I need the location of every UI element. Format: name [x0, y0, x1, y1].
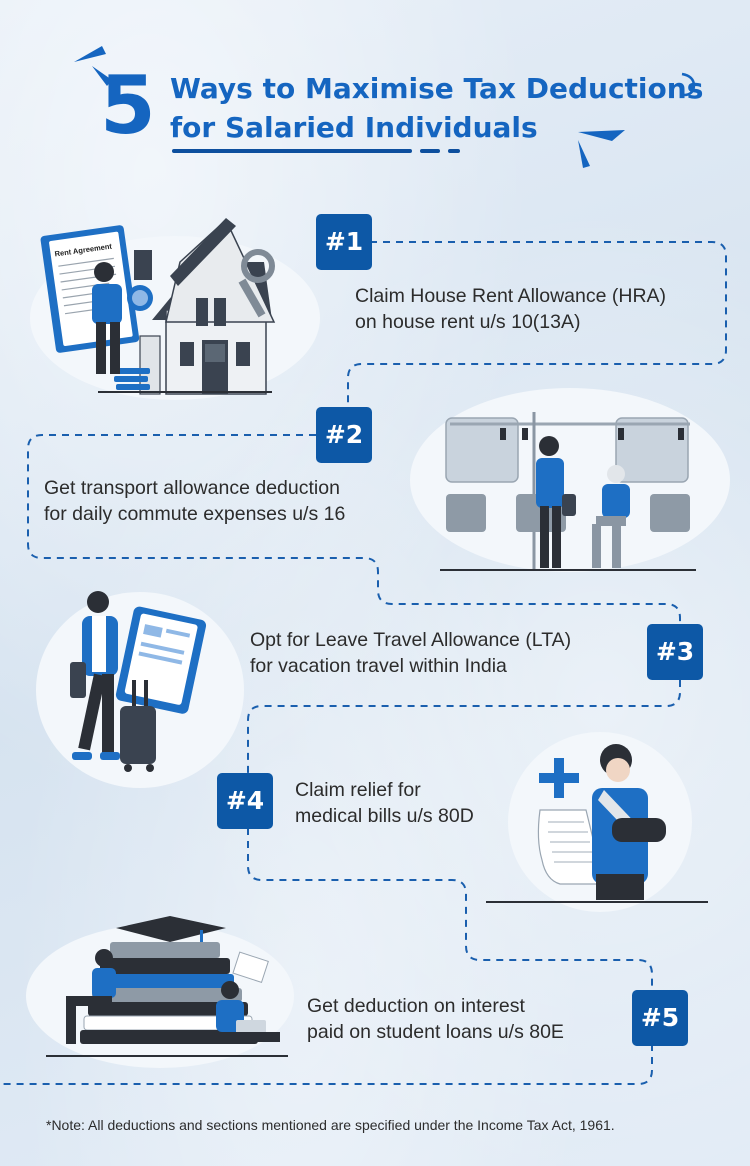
step-badge-3: #3	[647, 624, 703, 680]
accent-swirl-icon	[681, 72, 696, 97]
step-badge-4: #4	[217, 773, 273, 829]
title-number: 5	[100, 59, 156, 152]
page-title-line-1: Ways to Maximise Tax Deductions	[170, 72, 704, 105]
accent-stroke-icon	[578, 140, 590, 168]
step-5-line-2: paid on student loans u/s 80E	[307, 1021, 564, 1043]
step-badge-1: #1	[316, 214, 372, 270]
step-2-line-2: for daily commute expenses u/s 16	[44, 503, 346, 525]
step-4-line-2: medical bills u/s 80D	[295, 805, 474, 827]
step-text-4: Claim relief for medical bills u/s 80D	[295, 777, 474, 829]
graduation-cap-icon	[116, 916, 226, 942]
step-1-line-1: Claim House Rent Allowance (HRA)	[355, 285, 667, 307]
step-5-line-1: Get deduction on interest	[307, 995, 525, 1017]
step-text-3: Opt for Leave Travel Allowance (LTA) for…	[250, 627, 571, 679]
step-2-line-1: Get transport allowance deduction	[44, 477, 340, 499]
step-4-line-1: Claim relief for	[295, 779, 421, 801]
accent-stroke-icon	[578, 130, 625, 141]
title-underline	[172, 149, 412, 153]
footnote: *Note: All deductions and sections menti…	[46, 1117, 615, 1133]
step-badge-2: #2	[316, 407, 372, 463]
page-title-line-2: for Salaried Individuals	[170, 111, 538, 144]
step-text-1: Claim House Rent Allowance (HRA) on hous…	[355, 283, 666, 335]
step-badge-5: #5	[632, 990, 688, 1046]
step-1-line-2: on house rent u/s 10(13A)	[355, 311, 581, 333]
step-3-line-1: Opt for Leave Travel Allowance (LTA)	[250, 629, 572, 651]
step-3-line-2: for vacation travel within India	[250, 655, 507, 677]
accent-stroke-icon	[74, 46, 106, 62]
step-text-2: Get transport allowance deduction for da…	[44, 475, 345, 527]
accent-stroke-icon	[92, 66, 112, 86]
step-text-5: Get deduction on interest paid on studen…	[307, 993, 564, 1045]
